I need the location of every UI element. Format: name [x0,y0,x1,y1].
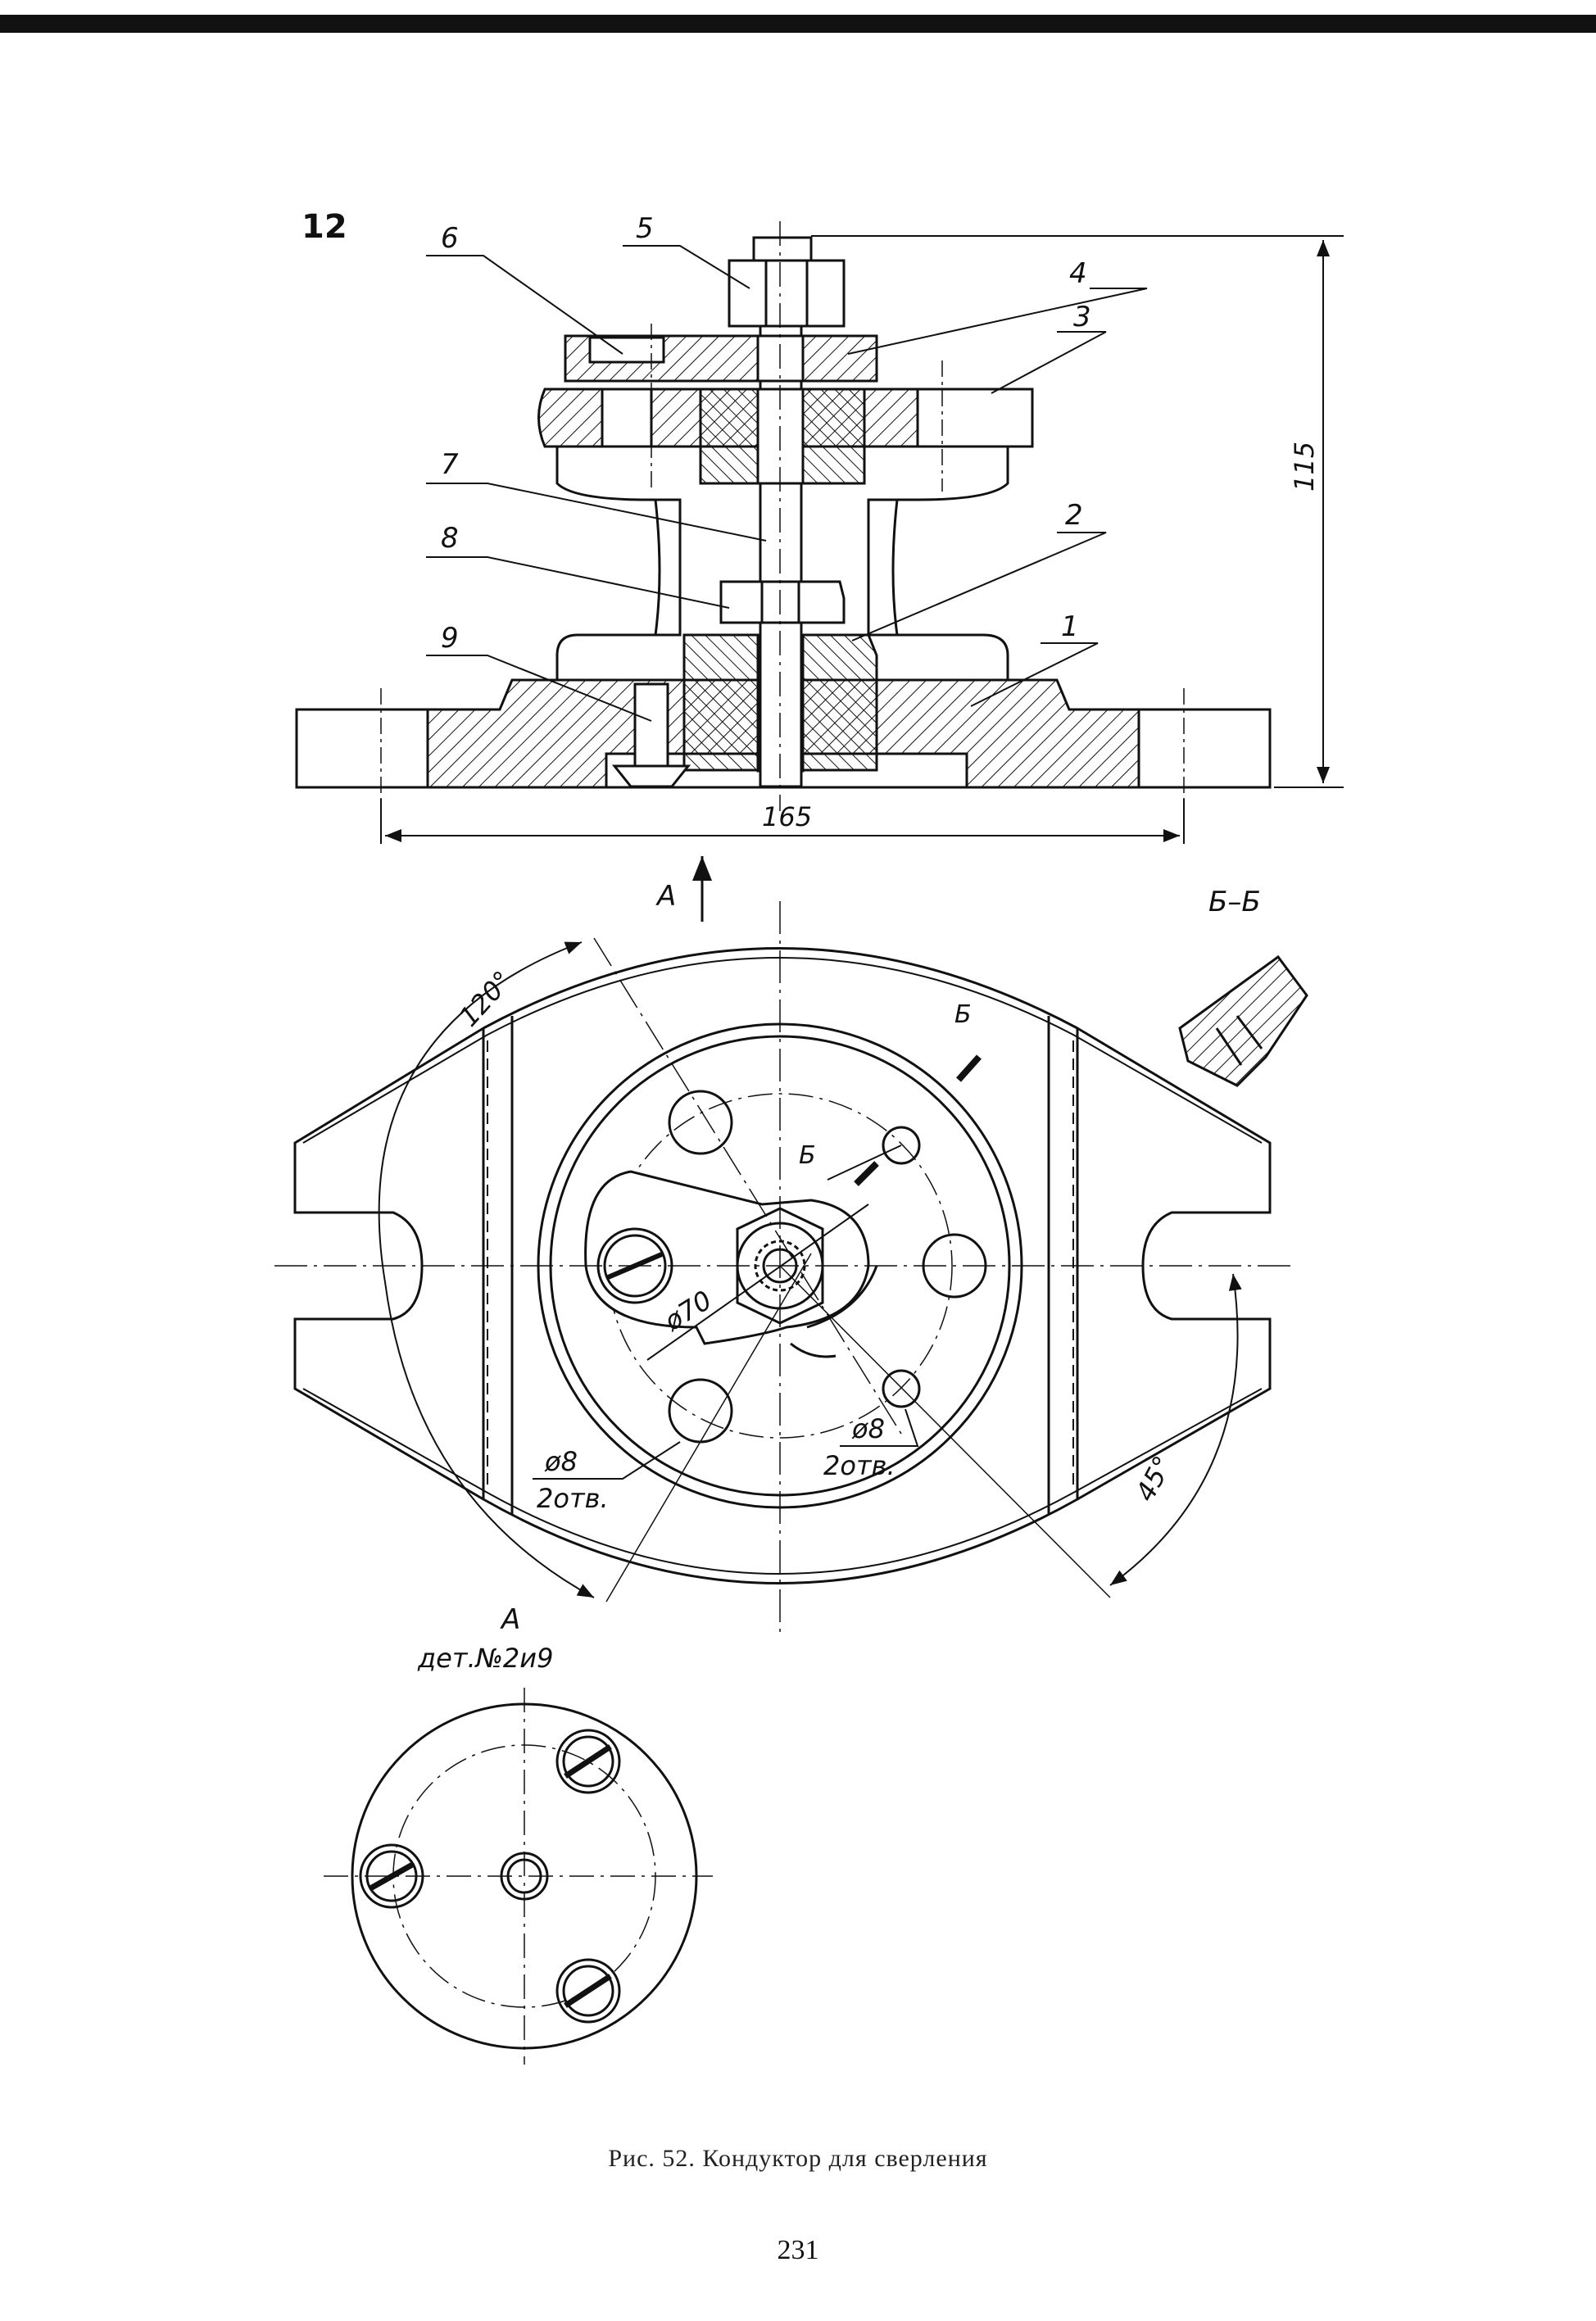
hole-upper-left [668,1090,733,1155]
part-label-7: 7 [441,448,459,481]
part-label-5: 5 [636,212,654,245]
angle-dimensions [378,941,1242,1598]
part-number-labels: 6 5 4 3 7 2 8 1 9 [441,212,1091,655]
screw-part-9 [633,682,669,768]
section-mark-lower: Б [799,1141,816,1170]
page-number: 231 [777,2235,819,2265]
hole-lower-left [668,1378,733,1444]
part-label-9: 9 [441,622,459,655]
section-mark-upper: Б [954,1000,972,1029]
view-a-screw-top [555,1729,621,1794]
base-plate-right-lug [1137,708,1272,789]
part-label-2: 2 [1065,499,1083,532]
dimension-lines [380,235,1344,844]
holes-2-label-right: 2отв. [823,1450,895,1481]
dim-width-165: 165 [762,801,812,832]
cam-lever [584,1170,870,1345]
top-border-bar [0,15,1596,33]
problem-number: 12 [302,208,347,246]
hole-small-lower [882,1369,921,1408]
part-label-1: 1 [1061,610,1079,643]
nut-part-8 [719,580,846,624]
part-label-6: 6 [441,222,459,255]
hole-small-upper [882,1126,921,1165]
part-label-4: 4 [1069,257,1087,290]
nut-part-5 [728,259,846,328]
plan-view [274,901,1290,1634]
part-label-8: 8 [441,522,459,555]
figure-caption: Рис. 52. Кондуктор для сверления [608,2145,988,2172]
section-b-b-detail [1178,954,1308,1087]
holes-2-label-left: 2отв. [537,1483,609,1514]
view-arrow-a-label: А [655,880,676,913]
base-plate-left-lug [295,708,429,789]
angle-45-label: 45° [1130,1451,1179,1507]
view-a [324,1688,713,2065]
section-b-b-title: Б–Б [1208,886,1261,918]
part-label-3: 3 [1073,301,1091,333]
dim-height-115: 115 [1289,442,1320,492]
stud-part-7 [759,252,803,788]
angle-120-label: 120° [453,965,519,1033]
left-pillar [555,447,682,680]
part-leaders [426,245,1148,722]
dia-8-leaders [533,1408,919,1480]
view-a-title: А [500,1603,520,1636]
front-section-view [295,221,1272,811]
right-pillar [867,447,1009,680]
dia-8-label-right: ø8 [851,1413,885,1444]
dia-8-label-left: ø8 [544,1446,578,1477]
view-a-screw-bottom [555,1958,621,2024]
view-a-subtitle: дет.№2и9 [417,1643,553,1674]
base-outline [293,947,1272,1584]
